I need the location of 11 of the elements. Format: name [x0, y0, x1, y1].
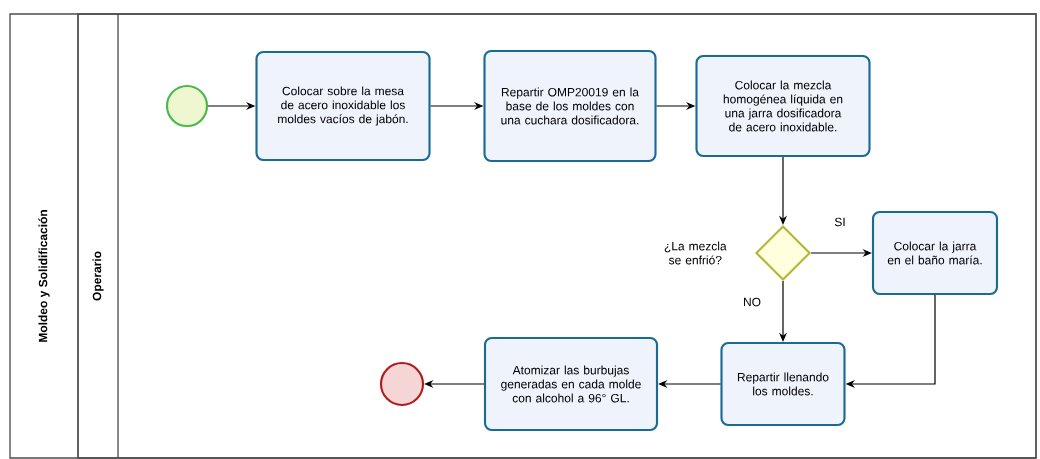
task-box: Colocar la jarra en el baño maría. [871, 210, 999, 296]
task-box: Repartir OMP20019 en la base de los moldes con una cuchara dosificadora. [483, 49, 657, 163]
edge-label: SI [833, 216, 847, 228]
task-box: Repartir llenando los moldes. [720, 341, 846, 427]
task-box: Colocar la mezcla homogénea líquida en una jarra dosificadora de acero inoxidable. [695, 54, 871, 158]
task-box: Atomizar las burbujas generadas en cada molde con alcohol a 96° GL. [483, 336, 659, 432]
decision-label: ¿La mezcla se enfrió? [664, 241, 727, 265]
start-event-circle [165, 84, 209, 128]
edge-label: NO [741, 296, 763, 308]
task-box: Colocar sobre la mesa de acero inoxidable los moldes vacíos de jabón. [255, 50, 431, 162]
end-event-circle [379, 361, 425, 407]
